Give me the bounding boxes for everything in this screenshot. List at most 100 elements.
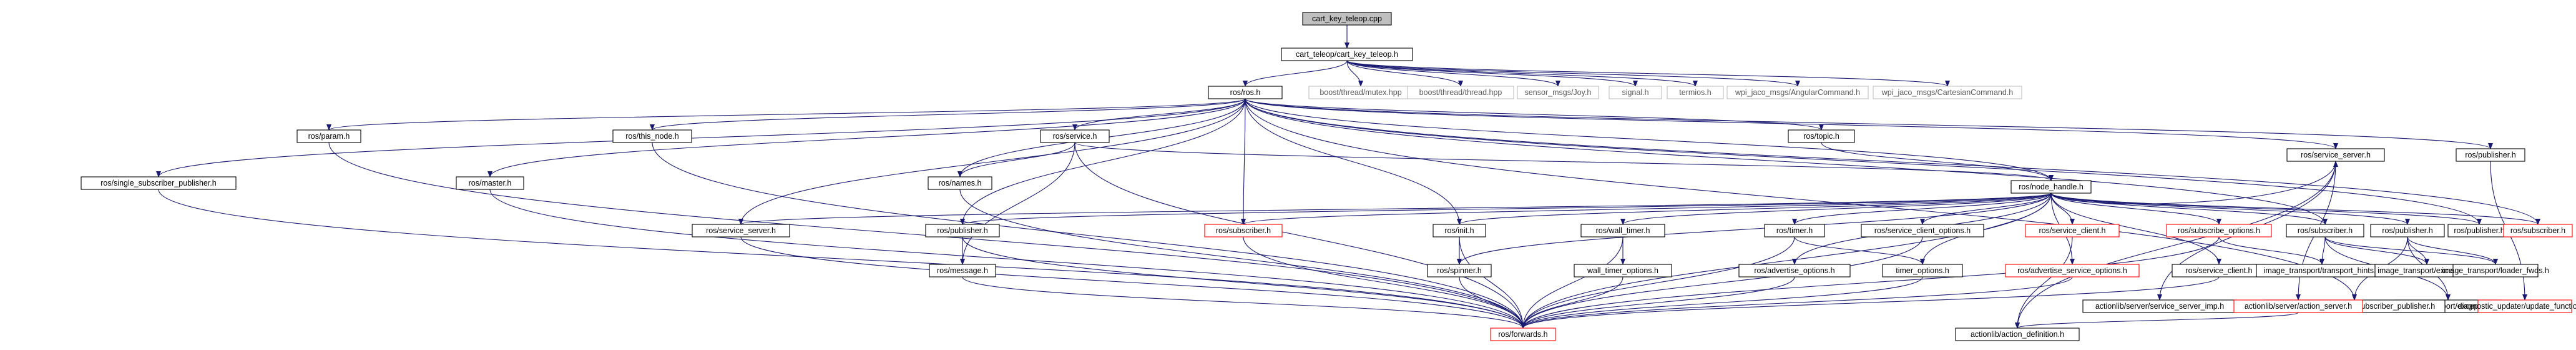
node-advertise-options[interactable]: ros/advertise_options.h	[1738, 264, 1851, 278]
node-publisher-c[interactable]: ros/publisher.h	[2447, 224, 2511, 238]
node-al-server-imp[interactable]: actionlib/server/service_server_imp.h	[2082, 299, 2237, 313]
node-box	[1040, 129, 1110, 143]
node-box	[1427, 264, 1492, 278]
node-box	[1788, 129, 1855, 143]
edge-ros_h-to-node_handle	[1245, 98, 2054, 181]
node-ckt-h[interactable]: cart_teleop/cart_key_teleop.h	[1281, 48, 1413, 61]
node-label: ros/publisher.h	[2454, 226, 2504, 235]
node-al-action-server[interactable]: actionlib/server/action_server.h	[2233, 299, 2363, 313]
node-message[interactable]: ros/message.h	[929, 264, 996, 278]
edge-advertise_service_options-to-forwards	[1521, 276, 2073, 329]
edge-topic-to-node_handle	[1821, 142, 2054, 181]
node-advertise-service-options[interactable]: ros/advertise_service_options.h	[2005, 264, 2140, 278]
node-wall-timer-options[interactable]: wall_timer_options.h	[1574, 264, 1672, 278]
edge-publisher_b-to-it_exception_a	[2407, 236, 2429, 265]
node-thread[interactable]: boost/thread/thread.hpp	[1407, 86, 1514, 99]
node-label: ros/service.h	[1053, 132, 1097, 141]
node-box	[1861, 224, 1984, 238]
node-node-handle[interactable]: ros/node_handle.h	[2010, 180, 2092, 194]
node-joy[interactable]: sensor_msgs/Joy.h	[1517, 86, 1599, 99]
node-subscriber-red-a[interactable]: ros/subscriber.h	[1204, 224, 1283, 238]
node-topic[interactable]: ros/topic.h	[1788, 129, 1855, 143]
node-box	[1432, 224, 1486, 238]
node-it-hints[interactable]: image_transport/transport_hints.h	[2256, 264, 2388, 278]
edge-service-to-names	[957, 142, 1075, 178]
node-publisher-a[interactable]: ros/publisher.h	[925, 224, 1000, 238]
edge-ros_h-to-subscriber_red_a	[1241, 98, 1246, 225]
edge-ros_h-to-it_single_pub	[1245, 98, 2357, 301]
node-this-node[interactable]: ros/this_node.h	[612, 129, 692, 143]
node-label: termios.h	[1679, 88, 1711, 97]
node-root[interactable]: cart_key_teleop.cpp	[1302, 12, 1392, 26]
node-subscribe-options[interactable]: ros/subscribe_options.h	[2166, 224, 2272, 238]
node-param[interactable]: ros/param.h	[296, 129, 361, 143]
node-box	[1882, 264, 1963, 278]
node-subscriber-b[interactable]: ros/subscriber.h	[2286, 224, 2364, 238]
node-init[interactable]: ros/init.h	[1432, 224, 1486, 238]
edge-ckt_h-to-mutex	[1346, 60, 1363, 87]
node-it-loader[interactable]: image_transport/loader_fwds.h	[2442, 264, 2549, 278]
edge-publisher_b-to-it_loader	[2407, 236, 2498, 265]
node-box	[1281, 48, 1413, 61]
node-box	[1574, 264, 1672, 278]
node-angular[interactable]: wpi_jaco_msgs/AngularCommand.h	[1726, 86, 1869, 99]
node-service[interactable]: ros/service.h	[1040, 129, 1110, 143]
node-box	[1738, 264, 1851, 278]
node-label: wpi_jaco_msgs/CartesianCommand.h	[1881, 88, 2014, 97]
node-forwards[interactable]: ros/forwards.h	[1490, 328, 1556, 341]
node-diag[interactable]: diagnostic_updater/update_functions.h	[2458, 299, 2576, 313]
node-box	[2456, 148, 2525, 162]
node-publisher-b[interactable]: ros/publisher.h	[2370, 224, 2445, 238]
node-timer[interactable]: ros/timer.h	[1764, 224, 1825, 238]
node-wall-timer[interactable]: ros/wall_timer.h	[1580, 224, 1665, 238]
node-master[interactable]: ros/master.h	[456, 176, 524, 190]
node-box	[2010, 180, 2092, 194]
edge-spinner-to-forwards	[1459, 276, 1526, 329]
node-box	[1302, 12, 1392, 26]
node-label: sensor_msgs/Joy.h	[1525, 88, 1592, 97]
node-mutex[interactable]: boost/thread/mutex.hpp	[1308, 86, 1413, 99]
node-al-action-def[interactable]: actionlib/action_definition.h	[1955, 328, 2080, 341]
node-label: ros/subscriber.h	[1216, 226, 1271, 235]
node-subscriber-red-b[interactable]: ros/subscriber.h	[2503, 224, 2573, 238]
node-cartesian[interactable]: wpi_jaco_msgs/CartesianCommand.h	[1873, 86, 2022, 99]
edge-ros_h-to-service	[1072, 98, 1246, 131]
edge-service-to-node_handle	[1074, 142, 2054, 181]
edge-node_handle-to-service_server_b	[2050, 161, 2338, 204]
edge-node_handle-to-service_client	[2050, 192, 2221, 265]
edge-node_handle-to-subscriber_red_b	[2050, 192, 2540, 225]
node-box	[1407, 86, 1514, 99]
node-publisher-d[interactable]: ros/publisher.h	[2456, 148, 2525, 162]
edge-ros_h-to-subscriber_red_b	[1245, 98, 2540, 225]
node-label: ros/advertise_options.h	[1754, 266, 1834, 275]
node-service-client-options[interactable]: ros/service_client_options.h	[1861, 224, 1984, 238]
node-timer-options[interactable]: timer_options.h	[1882, 264, 1963, 278]
node-service-server-a[interactable]: ros/service_server.h	[692, 224, 790, 238]
edge-node_handle-to-timer	[1792, 192, 2052, 225]
node-service-client-red[interactable]: ros/service_client.h	[2025, 224, 2120, 238]
edge-timer-to-forwards	[1521, 236, 1795, 329]
node-service-client[interactable]: ros/service_client.h	[2172, 264, 2266, 278]
edge-ckt_h-to-ros_h	[1243, 60, 1348, 87]
node-label: actionlib/server/action_server.h	[2245, 302, 2352, 311]
node-spinner[interactable]: ros/spinner.h	[1427, 264, 1492, 278]
node-service-server-b[interactable]: ros/service_server.h	[2286, 148, 2385, 162]
edge-ckt_h-to-thread	[1346, 60, 1463, 87]
node-ros-h[interactable]: ros/ros.h	[1208, 86, 1283, 99]
node-box	[2370, 224, 2445, 238]
node-box	[1873, 86, 2022, 99]
node-box	[1208, 86, 1283, 99]
edge-service-to-forwards	[1074, 142, 1526, 329]
node-signal[interactable]: signal.h	[1609, 86, 1662, 99]
node-label: image_transport/loader_fwds.h	[2442, 266, 2549, 275]
node-single-sub-pub[interactable]: ros/single_subscriber_publisher.h	[81, 176, 237, 190]
node-box	[692, 224, 790, 238]
node-label: ros/publisher.h	[2465, 151, 2515, 159]
edge-ckt_h-to-joy	[1346, 60, 1560, 87]
edge-subscribe_options-to-it_hints	[2218, 236, 2324, 265]
node-label: ros/service_client_options.h	[1874, 226, 1971, 235]
node-label: actionlib/action_definition.h	[1971, 330, 2064, 339]
edge-ros_h-to-param	[326, 98, 1246, 131]
node-termios[interactable]: termios.h	[1667, 86, 1724, 99]
node-names[interactable]: ros/names.h	[928, 176, 992, 190]
